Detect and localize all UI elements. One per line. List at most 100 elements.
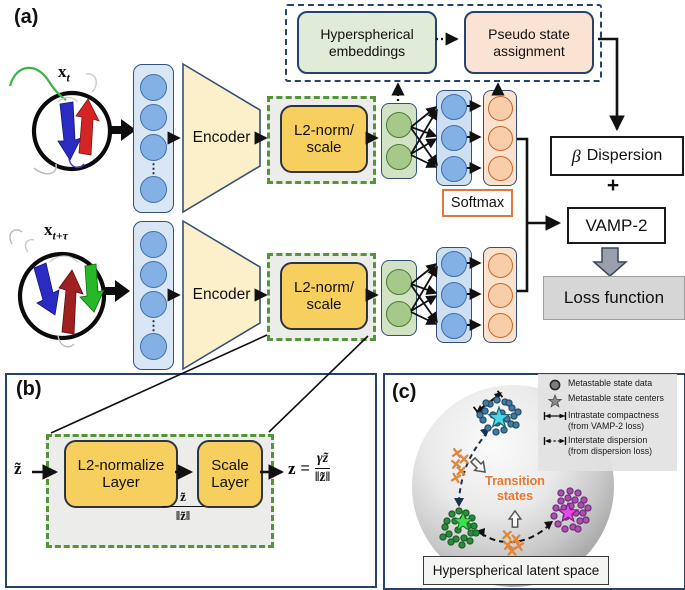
- l2-normalize-layer-box: L2-normalize Layer: [64, 440, 178, 508]
- node: [386, 301, 412, 327]
- node: [487, 125, 513, 151]
- scale-layer-box: Scale Layer: [197, 440, 263, 508]
- node: [386, 112, 412, 138]
- node: [441, 251, 467, 277]
- hollow-arrow-lower: [507, 509, 523, 528]
- input-vector-top: ⋮: [133, 64, 174, 213]
- protein-structure-xt: [8, 66, 113, 175]
- node: [140, 134, 167, 161]
- eq-equals: =: [300, 459, 310, 477]
- legend-label: Intrastate compactness (from VAMP-2 loss…: [568, 410, 659, 432]
- state-column-top: [483, 90, 517, 186]
- ellipsis: ⋮: [147, 318, 160, 333]
- hollow-arrow-upper: [469, 456, 486, 473]
- node: [140, 104, 167, 131]
- eq-z: z: [288, 458, 296, 478]
- embedding-column-bottom: [381, 260, 417, 336]
- encoder-label-top: Encoder: [192, 129, 251, 146]
- eq-numerator: γz̃: [316, 451, 329, 466]
- state-center-magenta: [556, 501, 580, 523]
- node: [487, 155, 513, 181]
- thick-arrow-bottom: [104, 280, 130, 302]
- transition-state-markers-bottom: [502, 530, 525, 556]
- encoder-shape-top: [182, 62, 261, 214]
- fraction-bar: [162, 506, 204, 507]
- output-equation: z = γz̃ ‖z̃‖: [288, 451, 331, 486]
- beta-symbol: β: [571, 145, 581, 166]
- encoder-label-bottom: Encoder: [192, 286, 251, 303]
- beta-dispersion-box: β Dispersion: [550, 136, 684, 176]
- eq-bar: [314, 468, 331, 469]
- node: [140, 261, 167, 288]
- panel-b-label: (b): [16, 378, 42, 400]
- intrastate-arrow-icon: [542, 410, 568, 421]
- input-label-xt-tau: xt+τ: [44, 220, 68, 243]
- node: [140, 74, 167, 101]
- softmax-column-top: [436, 90, 472, 186]
- node: [386, 269, 412, 295]
- cluster-blue: [476, 396, 522, 436]
- hyperspherical-embeddings-box: Hyperspherical embeddings: [297, 11, 437, 74]
- legend-item-centers: Metastable state centers: [542, 393, 675, 408]
- ellipsis: ⋮: [147, 161, 160, 176]
- softmax-label: Softmax: [442, 189, 513, 217]
- intermediate-fraction: z̃ ‖z̃‖: [162, 489, 204, 524]
- node: [386, 144, 412, 170]
- xt-tau-sub: t+τ: [52, 228, 69, 243]
- xt-sub: t: [66, 70, 70, 85]
- eq-fraction: γz̃ ‖z̃‖: [314, 451, 331, 486]
- interstate-arrow-icon: [542, 435, 568, 446]
- legend-label: Interstate dispersion (from dispersion l…: [568, 434, 653, 457]
- z-tilde-input-label: z̃: [14, 459, 22, 478]
- softmax-column-bottom: [436, 247, 472, 343]
- input-label-xt: xt: [58, 62, 70, 85]
- xt-base: x: [58, 62, 67, 81]
- legend-item-intrastate: Intrastate compactness (from VAMP-2 loss…: [542, 410, 675, 433]
- loss-function-box: Loss function: [543, 276, 685, 320]
- vamp2-box: VAMP-2: [567, 207, 666, 244]
- node: [441, 313, 467, 339]
- cluster-green: [439, 507, 480, 549]
- encoder-shape-bottom: [182, 219, 261, 371]
- node: [140, 176, 167, 203]
- eq-denominator: ‖z̃‖: [314, 470, 331, 485]
- node: [487, 95, 513, 121]
- pseudo-state-assignment-box: Pseudo state assignment: [464, 11, 594, 74]
- panel-a-label: (a): [14, 6, 39, 28]
- l2norm-box-bottom: L2-norm/ scale: [280, 262, 368, 330]
- legend: Metastable state data Metastable state c…: [538, 374, 677, 471]
- state-column-bottom: [483, 247, 517, 343]
- legend-label: Metastable state centers: [568, 393, 664, 403]
- node: [140, 291, 167, 318]
- node: [441, 282, 467, 308]
- protein-structure-xt-tau: [9, 229, 107, 348]
- l2norm-box-top: L2-norm/ scale: [280, 105, 368, 173]
- fraction-numerator: z̃: [180, 489, 186, 504]
- state-center-blue: [487, 405, 511, 429]
- legend-item-interstate: Interstate dispersion (from dispersion l…: [542, 435, 675, 458]
- legend-label: Metastable state data: [568, 378, 653, 388]
- node: [487, 282, 513, 308]
- node: [487, 312, 513, 338]
- embedding-column-top: [381, 103, 417, 179]
- panel-c-label: (c): [392, 381, 417, 403]
- node: [441, 156, 467, 182]
- xt-tau-base: x: [44, 220, 53, 239]
- transition-states-label: Transition states: [485, 474, 545, 503]
- metastable-data-icon: [542, 378, 568, 391]
- plus-sign: +: [606, 174, 620, 197]
- latent-space-caption: Hyperspherical latent space: [423, 556, 609, 585]
- node: [140, 231, 167, 258]
- dispersion-text: Dispersion: [586, 147, 663, 164]
- fraction-denominator: ‖z̃‖: [175, 508, 191, 523]
- node: [441, 125, 467, 151]
- transition-state-markers-left: [450, 447, 469, 484]
- legend-item-data: Metastable state data: [542, 378, 675, 391]
- node: [140, 333, 167, 360]
- node: [487, 252, 513, 278]
- node: [441, 94, 467, 120]
- thick-arrow-top: [110, 119, 136, 141]
- input-vector-bottom: ⋮: [133, 221, 174, 370]
- metastable-center-icon: [542, 393, 568, 408]
